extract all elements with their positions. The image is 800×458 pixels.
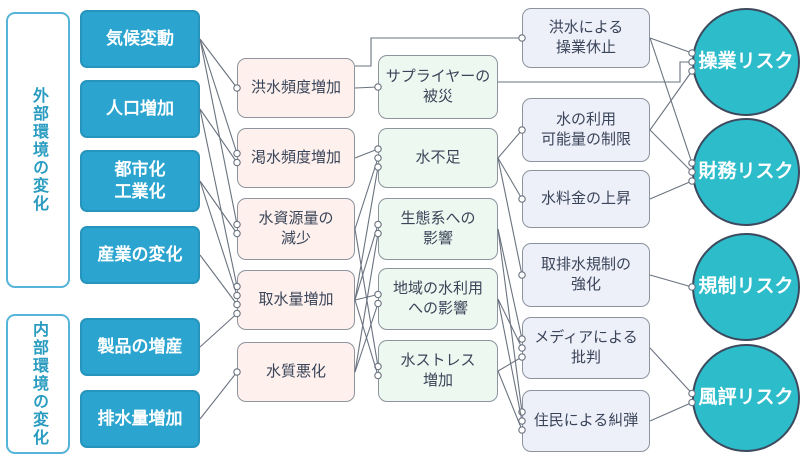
node-drought-frequency-increase: 渇水頻度増加: [237, 128, 355, 188]
node-water-availability-limit: 水の利用 可能量の制限: [522, 98, 650, 162]
edge-line: [199, 371, 238, 420]
edge-line: [497, 298, 523, 349]
edge-line: [199, 108, 238, 287]
node-financial-risk: 財務リスク: [692, 118, 800, 226]
node-water-shortage: 水不足: [378, 128, 498, 188]
node-supplier-damage: サプライヤーの 被災: [378, 55, 498, 119]
edge-line: [497, 129, 523, 159]
edge-line: [354, 157, 379, 230]
edge-line: [497, 356, 523, 372]
node-water-stress-increase: 水ストレス 増加: [378, 340, 498, 402]
node-resident-denunciation: 住民による糾弾: [522, 390, 650, 452]
node-water-quality-degradation: 水質悪化: [237, 342, 355, 402]
edge-line: [497, 298, 523, 422]
node-water-regulation-strengthening: 取排水規制の 強化: [522, 243, 650, 307]
edge-line: [649, 401, 693, 422]
node-ecosystem-impact: 生態系への 影響: [378, 198, 498, 260]
edge-line: [354, 293, 379, 301]
edge-line: [354, 166, 379, 301]
edge-line: [649, 37, 693, 164]
edge-line: [354, 148, 379, 159]
node-flood-operation-shutdown: 洪水による 操業休止: [522, 8, 650, 68]
node-industry-change: 産業の変化: [80, 226, 200, 284]
edge-line: [497, 228, 523, 340]
edge-line: [649, 180, 693, 200]
edge-line: [199, 38, 238, 89]
node-urbanization-industrialization: 都市化 工業化: [80, 150, 200, 212]
group-external-environment: 外部環境の変化: [6, 12, 70, 288]
edge-line: [354, 86, 379, 89]
edge-line: [199, 180, 238, 296]
edge-line: [199, 254, 238, 305]
edge-line: [497, 228, 523, 413]
edge-line: [649, 347, 693, 394]
edge-line: [199, 38, 238, 154]
edge-line: [354, 303, 379, 373]
node-local-water-use-impact: 地域の水利用 への影響: [378, 268, 498, 330]
edge-line: [199, 38, 238, 225]
edge-line: [497, 157, 523, 276]
node-water-fee-rise: 水料金の上昇: [522, 170, 650, 228]
node-water-intake-increase: 取水量増加: [237, 270, 355, 330]
edge-line: [199, 313, 238, 348]
edge-line: [354, 233, 379, 373]
edge-line: [497, 157, 523, 200]
node-climate-change: 気候変動: [80, 10, 200, 68]
edge-line: [199, 108, 238, 163]
node-wastewater-increase: 排水量増加: [80, 390, 200, 448]
node-population-increase: 人口増加: [80, 80, 200, 138]
node-operational-risk: 操業リスク: [692, 8, 800, 116]
node-media-criticism: メディアによる 批判: [522, 317, 650, 379]
edge-line: [497, 370, 523, 431]
node-reputational-risk: 風評リスク: [692, 344, 800, 452]
edge-line: [649, 274, 693, 288]
node-flood-frequency-increase: 洪水頻度増加: [237, 58, 355, 118]
edge-line: [649, 37, 693, 54]
node-water-resource-decline: 水資源量の 減少: [237, 198, 355, 260]
edge-line: [199, 180, 238, 234]
node-production-increase: 製品の増産: [80, 318, 200, 376]
edge-line: [354, 224, 379, 301]
node-regulatory-risk: 規制リスク: [692, 233, 800, 341]
group-internal-environment: 内部環境の変化: [6, 314, 70, 454]
edge-line: [354, 299, 379, 376]
edge-line: [649, 129, 693, 173]
edge-line: [354, 228, 379, 367]
edge-line: [649, 70, 693, 131]
